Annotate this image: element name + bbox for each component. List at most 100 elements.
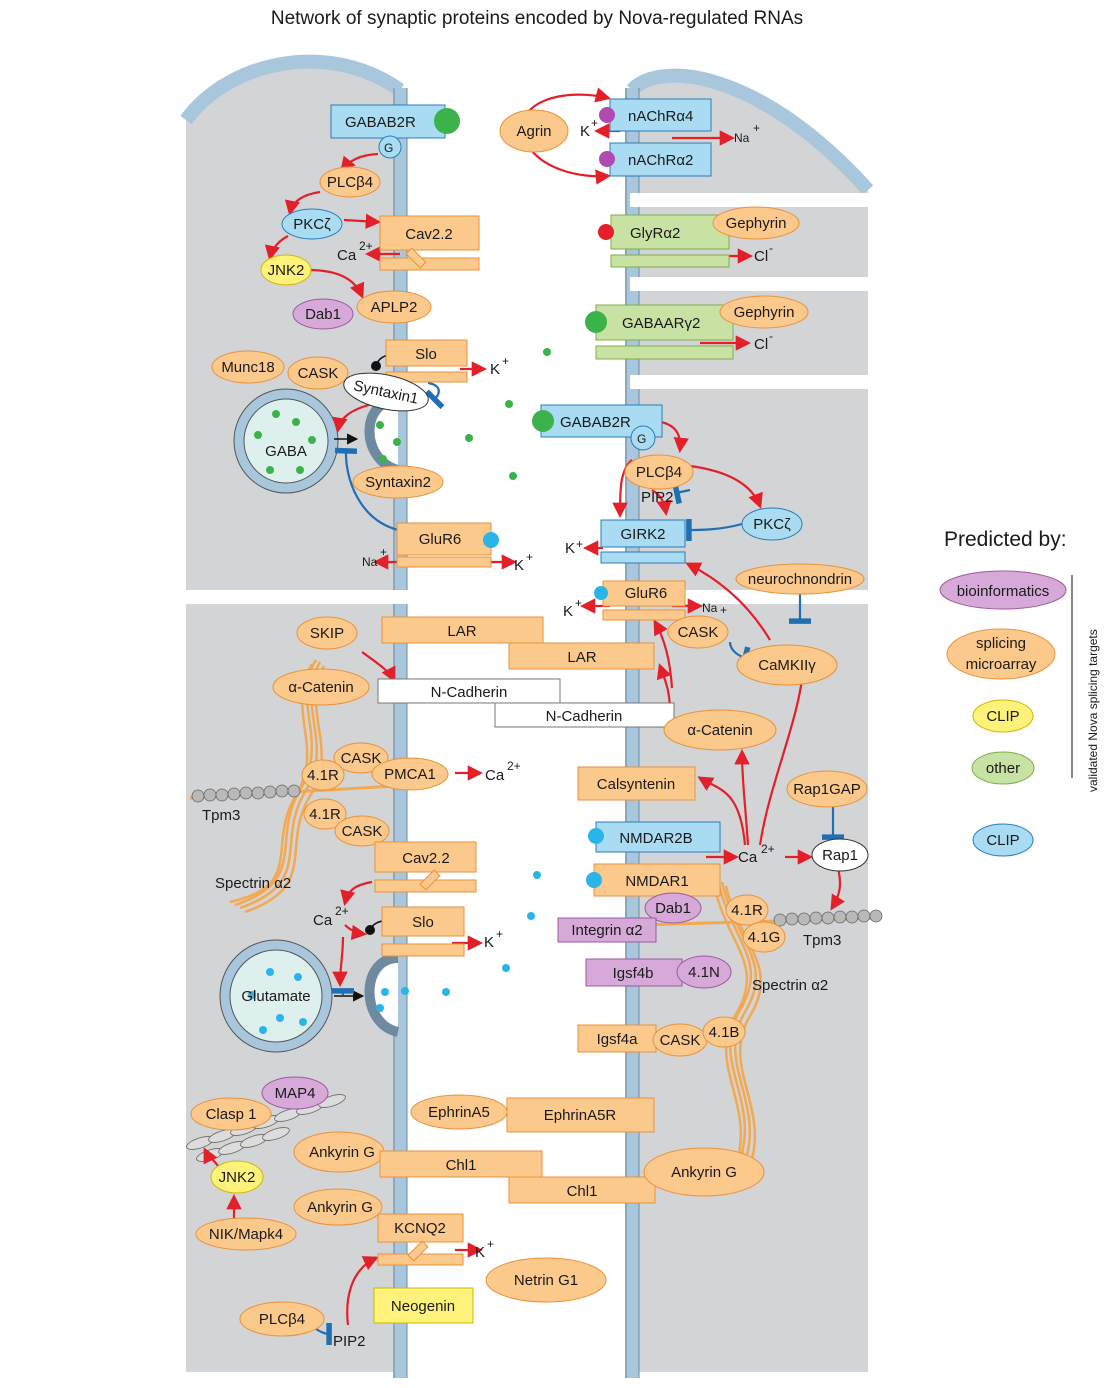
- svg-text:Chl1: Chl1: [446, 1157, 477, 1174]
- svg-text:Tpm3: Tpm3: [803, 932, 841, 949]
- lar-post: LAR: [508, 642, 655, 670]
- dab1-post: Dab1: [644, 892, 702, 924]
- svg-text:2+: 2+: [761, 842, 775, 856]
- svg-text:Cl: Cl: [754, 248, 768, 265]
- svg-text:+: +: [526, 550, 533, 564]
- pip2-bottom: PIP2: [333, 1333, 366, 1350]
- svg-text:NMDAR1: NMDAR1: [625, 873, 688, 890]
- svg-text:4.1R: 4.1R: [731, 902, 763, 919]
- legend-item-other: other: [986, 760, 1020, 777]
- k-ion-pre: K +: [514, 550, 533, 574]
- girk2: GIRK2: [600, 519, 686, 564]
- svg-text:Agrin: Agrin: [516, 123, 551, 140]
- svg-text:+: +: [380, 545, 387, 559]
- rap1gap: Rap1GAP: [786, 770, 868, 808]
- svg-text:Ankyrin G: Ankyrin G: [307, 1199, 373, 1216]
- svg-text:Chl1: Chl1: [567, 1183, 598, 1200]
- acatenin-pre: α-Catenin: [272, 668, 370, 706]
- gabab2r-pre: GABAB2R: [330, 104, 446, 139]
- svg-text:nAChRα4: nAChRα4: [628, 108, 693, 125]
- pkcz-post: PKCζ: [741, 507, 803, 541]
- igsf4b: Igsf4b: [585, 958, 683, 987]
- svg-text:KCNQ2: KCNQ2: [394, 1220, 446, 1237]
- svg-text:Ca: Ca: [738, 849, 758, 866]
- svg-text:Slo: Slo: [412, 914, 434, 931]
- pkcz-pre: PKCζ: [281, 208, 343, 240]
- spectrin-left-label: Spectrin α2: [215, 875, 291, 892]
- svg-text:Netrin G1: Netrin G1: [514, 1272, 578, 1289]
- svg-text:+: +: [487, 1237, 494, 1251]
- svg-text:Spectrin α2: Spectrin α2: [215, 875, 291, 892]
- plcb4-bottom: PLCβ4: [239, 1301, 325, 1337]
- svg-text:NIK/Mapk4: NIK/Mapk4: [209, 1226, 283, 1243]
- k-ion-kcnq2: K +: [475, 1237, 494, 1261]
- legend-item-clip-yellow: CLIP: [986, 708, 1019, 725]
- glyra2: GlyRα2: [598, 214, 730, 268]
- svg-text:2+: 2+: [507, 759, 521, 773]
- exocytosis-arrows: [334, 433, 365, 1002]
- cav22-bottom: Cav2.2: [374, 841, 477, 893]
- kcnq2: KCNQ2: [377, 1213, 464, 1266]
- svg-text:GluR6: GluR6: [625, 585, 668, 602]
- svg-text:K: K: [563, 603, 573, 620]
- svg-text:G: G: [637, 432, 646, 446]
- tpm3-filament-left: [189, 784, 396, 803]
- svg-text:MAP4: MAP4: [275, 1085, 316, 1102]
- k-ion-nachr: K +: [580, 116, 598, 140]
- na-ion-pre: Na +: [362, 545, 387, 569]
- svg-text:N-Cadherin: N-Cadherin: [546, 708, 623, 725]
- svg-text:2+: 2+: [359, 239, 373, 253]
- svg-text:Igsf4a: Igsf4a: [597, 1031, 639, 1048]
- p41n: 4.1N: [676, 955, 732, 989]
- svg-text:JNK2: JNK2: [268, 262, 305, 279]
- glutamate-label: Glutamate: [241, 988, 310, 1005]
- plcb4-pre: PLCβ4: [319, 166, 381, 198]
- legend-item-splicing: splicing: [976, 635, 1026, 652]
- svg-text:neurochnondrin: neurochnondrin: [748, 571, 852, 588]
- svg-text:PIP2: PIP2: [333, 1333, 366, 1350]
- svg-text:4.1N: 4.1N: [688, 964, 720, 981]
- ca-ion-top: Ca 2+: [337, 239, 373, 264]
- gaba-vesicle-label: GABA: [265, 443, 307, 460]
- svg-text:PIP2: PIP2: [641, 489, 674, 506]
- ephrina5: EphrinA5: [410, 1094, 508, 1130]
- p41b: 4.1B: [702, 1016, 746, 1048]
- netring1: Netrin G1: [485, 1257, 607, 1303]
- svg-text:PMCA1: PMCA1: [384, 766, 436, 783]
- map4: MAP4: [261, 1076, 329, 1110]
- chl1-pre: Chl1: [379, 1150, 543, 1178]
- k-ion-slo-bottom: K +: [484, 927, 503, 951]
- jnk2-pre: JNK2: [260, 254, 312, 286]
- svg-text:Integrin α2: Integrin α2: [571, 922, 642, 939]
- svg-text:Spectrin α2: Spectrin α2: [752, 977, 828, 994]
- slo-bottom: Slo: [381, 906, 465, 957]
- cask-igsf: CASK: [652, 1023, 708, 1057]
- cl-ion-1: Cl -: [754, 241, 773, 265]
- svg-text:LAR: LAR: [447, 623, 476, 640]
- diagram-title: Network of synaptic proteins encoded by …: [271, 8, 803, 29]
- svg-text:Dab1: Dab1: [655, 900, 691, 917]
- svg-text:+: +: [496, 927, 503, 941]
- na-ion-glur6: Na +: [702, 601, 727, 617]
- p41g: 4.1G: [742, 921, 786, 953]
- legend: Predicted by: validated Nova splicing ta…: [939, 528, 1100, 857]
- legend-item-bioinformatics: bioinformatics: [957, 583, 1050, 600]
- svg-text:+: +: [576, 537, 583, 551]
- pmca1: PMCA1: [371, 757, 449, 791]
- svg-text:CASK: CASK: [341, 750, 382, 767]
- camkii: CaMKIIγ: [736, 644, 838, 686]
- agrin: Agrin: [499, 109, 569, 153]
- svg-text:Tpm3: Tpm3: [202, 807, 240, 824]
- svg-text:GlyRα2: GlyRα2: [630, 225, 680, 242]
- p41r-post: 4.1R: [725, 894, 769, 926]
- chl1-post: Chl1: [508, 1176, 656, 1204]
- svg-text:K: K: [484, 934, 494, 951]
- svg-text:Ankyrin G: Ankyrin G: [309, 1144, 375, 1161]
- legend-heading: Predicted by:: [944, 528, 1067, 551]
- svg-text:Igsf4b: Igsf4b: [613, 965, 654, 982]
- ncadherin-pre: N-Cadherin: [377, 678, 561, 704]
- svg-text:Gephyrin: Gephyrin: [734, 304, 795, 321]
- svg-text:CASK: CASK: [678, 624, 719, 641]
- svg-text:GABAARγ2: GABAARγ2: [622, 315, 700, 332]
- svg-text:+: +: [575, 596, 582, 610]
